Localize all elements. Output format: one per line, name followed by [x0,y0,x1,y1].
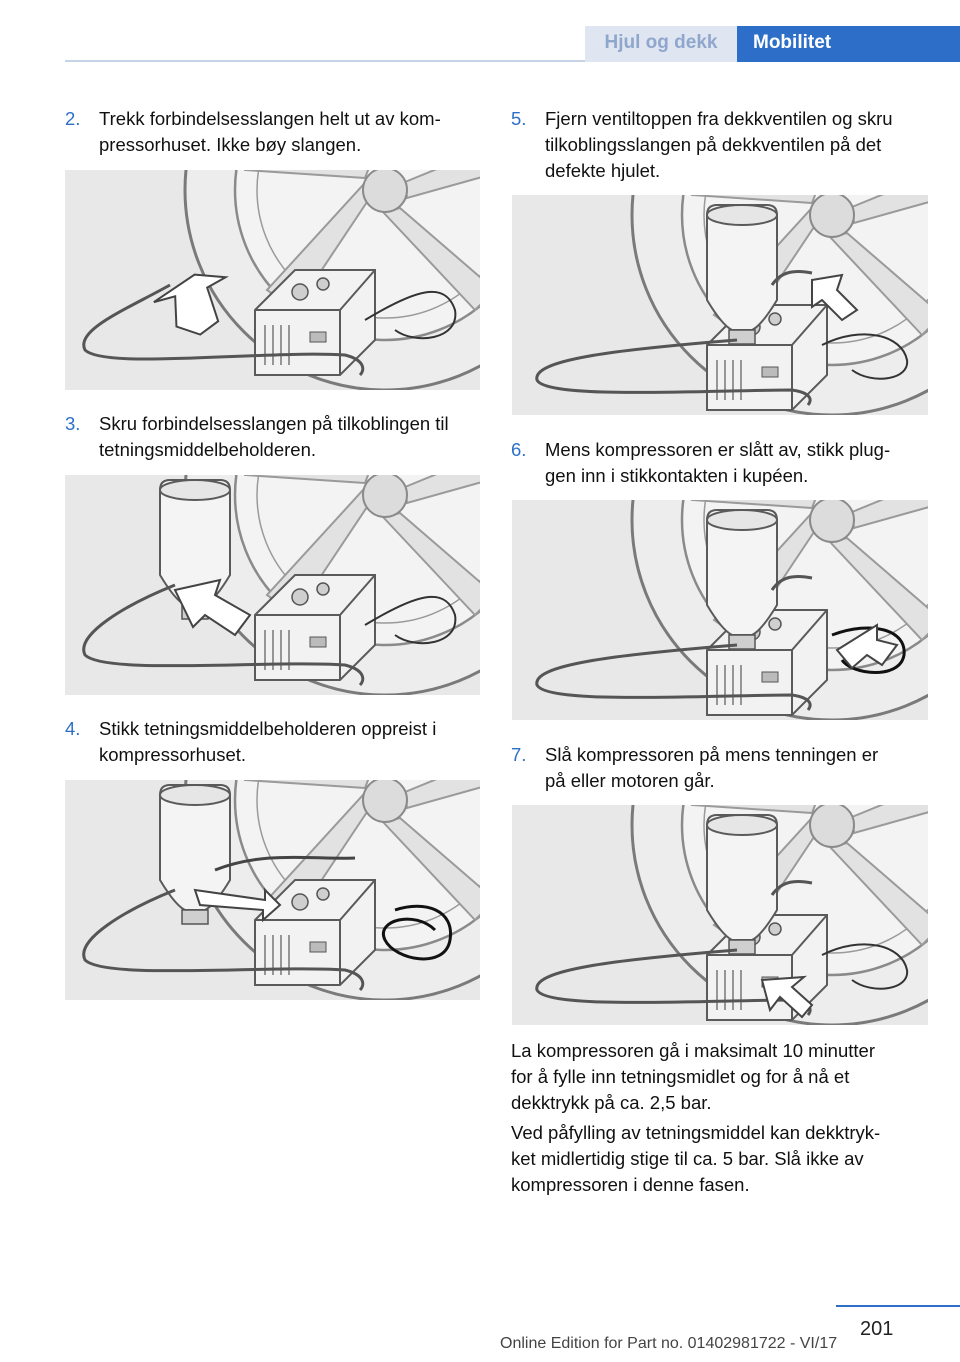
illustration-switch-on [512,805,928,1025]
step-text: gen inn i stikkontakten i kupéen. [545,465,809,486]
edition-text: Online Edition for Part no. 01402981722 … [500,1335,838,1352]
para-line: dekktrykk på ca. 2,5 bar. [511,1092,712,1113]
step-number: 4. [65,718,81,739]
illustration-insert-bottle [65,780,480,1000]
para-line: Ved påfylling av tetningsmiddel kan dekk… [511,1122,881,1143]
step-5: 5. Fjern ventiltoppen fra dekkventilen o… [511,106,931,188]
step-2: 2. Trekk forbindelsesslangen helt ut av … [65,106,485,162]
step-text: defekte hjulet. [545,160,661,181]
header-rule [65,60,960,62]
step-text: Mens kompressoren er slått av, stikk plu… [545,439,891,460]
chapter-tab: Mobilitet [737,26,960,62]
step-number: 3. [65,413,81,434]
step-text: Skru forbindelsesslangen på tilkoblingen… [99,413,449,434]
para-line: La kompressoren gå i maksimalt 10 minutt… [511,1040,875,1061]
step-text: Stikk tetningsmiddelbeholderen oppreist … [99,718,437,739]
footer-rule [836,1305,960,1307]
para-line: ket midlertidig stige til ca. 5 bar. Slå… [511,1148,864,1169]
step-3: 3. Skru forbindelsesslangen på tilkoblin… [65,411,485,467]
step-number: 7. [511,744,527,765]
step-6: 6. Mens kompressoren er slått av, stikk … [511,437,931,493]
step-text: pressorhuset. Ikke bøy slangen. [99,134,362,155]
step-text: Fjern ventiltoppen fra dekkventilen og s… [545,108,893,129]
chapter-label: Mobilitet [753,32,832,53]
illustration-plug-in [512,500,928,720]
step-text: på eller motoren går. [545,770,715,791]
step-text: tilkoblingsslangen på dekkventilen på de… [545,134,882,155]
info-paragraph: Ved påfylling av tetningsmiddel kan dekk… [511,1120,931,1198]
illustration-valve-connect [512,195,928,415]
illustration-screw-hose [65,475,480,695]
step-7: 7. Slå kompressoren på mens tenningen er… [511,742,931,798]
step-4: 4. Stikk tetningsmiddelbeholderen opprei… [65,716,485,772]
para-line: kompressoren i denne fasen. [511,1174,750,1195]
section-label: Hjul og dekk [604,32,718,53]
step-number: 6. [511,439,527,460]
para-line: for å fylle inn tetningsmidlet og for å … [511,1066,850,1087]
step-number: 5. [511,108,527,129]
step-text: Trekk forbindelsesslangen helt ut av kom… [99,108,441,129]
page-number: 201 [860,1318,894,1340]
step-text: kompressorhuset. [99,744,247,765]
step-number: 2. [65,108,81,129]
illustration-pull-hose [65,170,480,390]
step-text: tetningsmiddelbeholderen. [99,439,317,460]
step-text: Slå kompressoren på mens tenningen er [545,744,879,765]
info-paragraph: La kompressoren gå i maksimalt 10 minutt… [511,1038,931,1116]
section-tab: Hjul og dekk [585,26,737,62]
